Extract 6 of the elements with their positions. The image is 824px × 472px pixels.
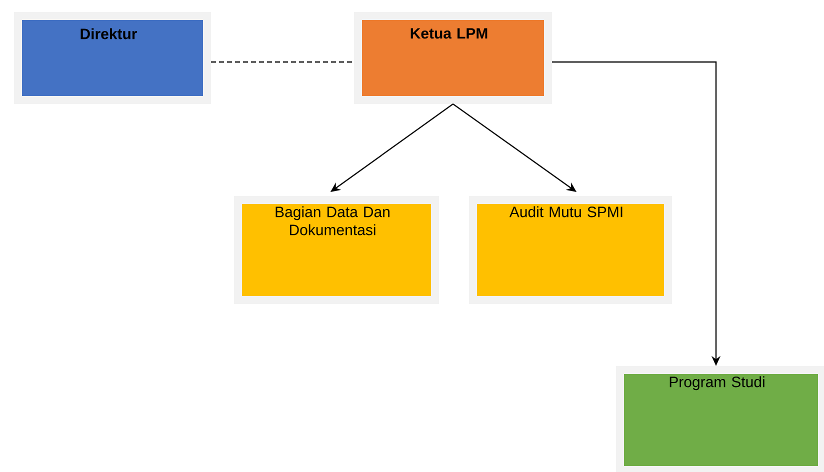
org-box: Bagian Data Dan Dokumentasi	[234, 196, 439, 304]
connector	[211, 61, 354, 63]
org-box: Program Studi	[616, 366, 824, 472]
org-box: Audit Mutu SPMI	[469, 196, 672, 304]
org-box: Ketua LPM	[354, 12, 552, 104]
org-box: Direktur	[14, 12, 211, 104]
